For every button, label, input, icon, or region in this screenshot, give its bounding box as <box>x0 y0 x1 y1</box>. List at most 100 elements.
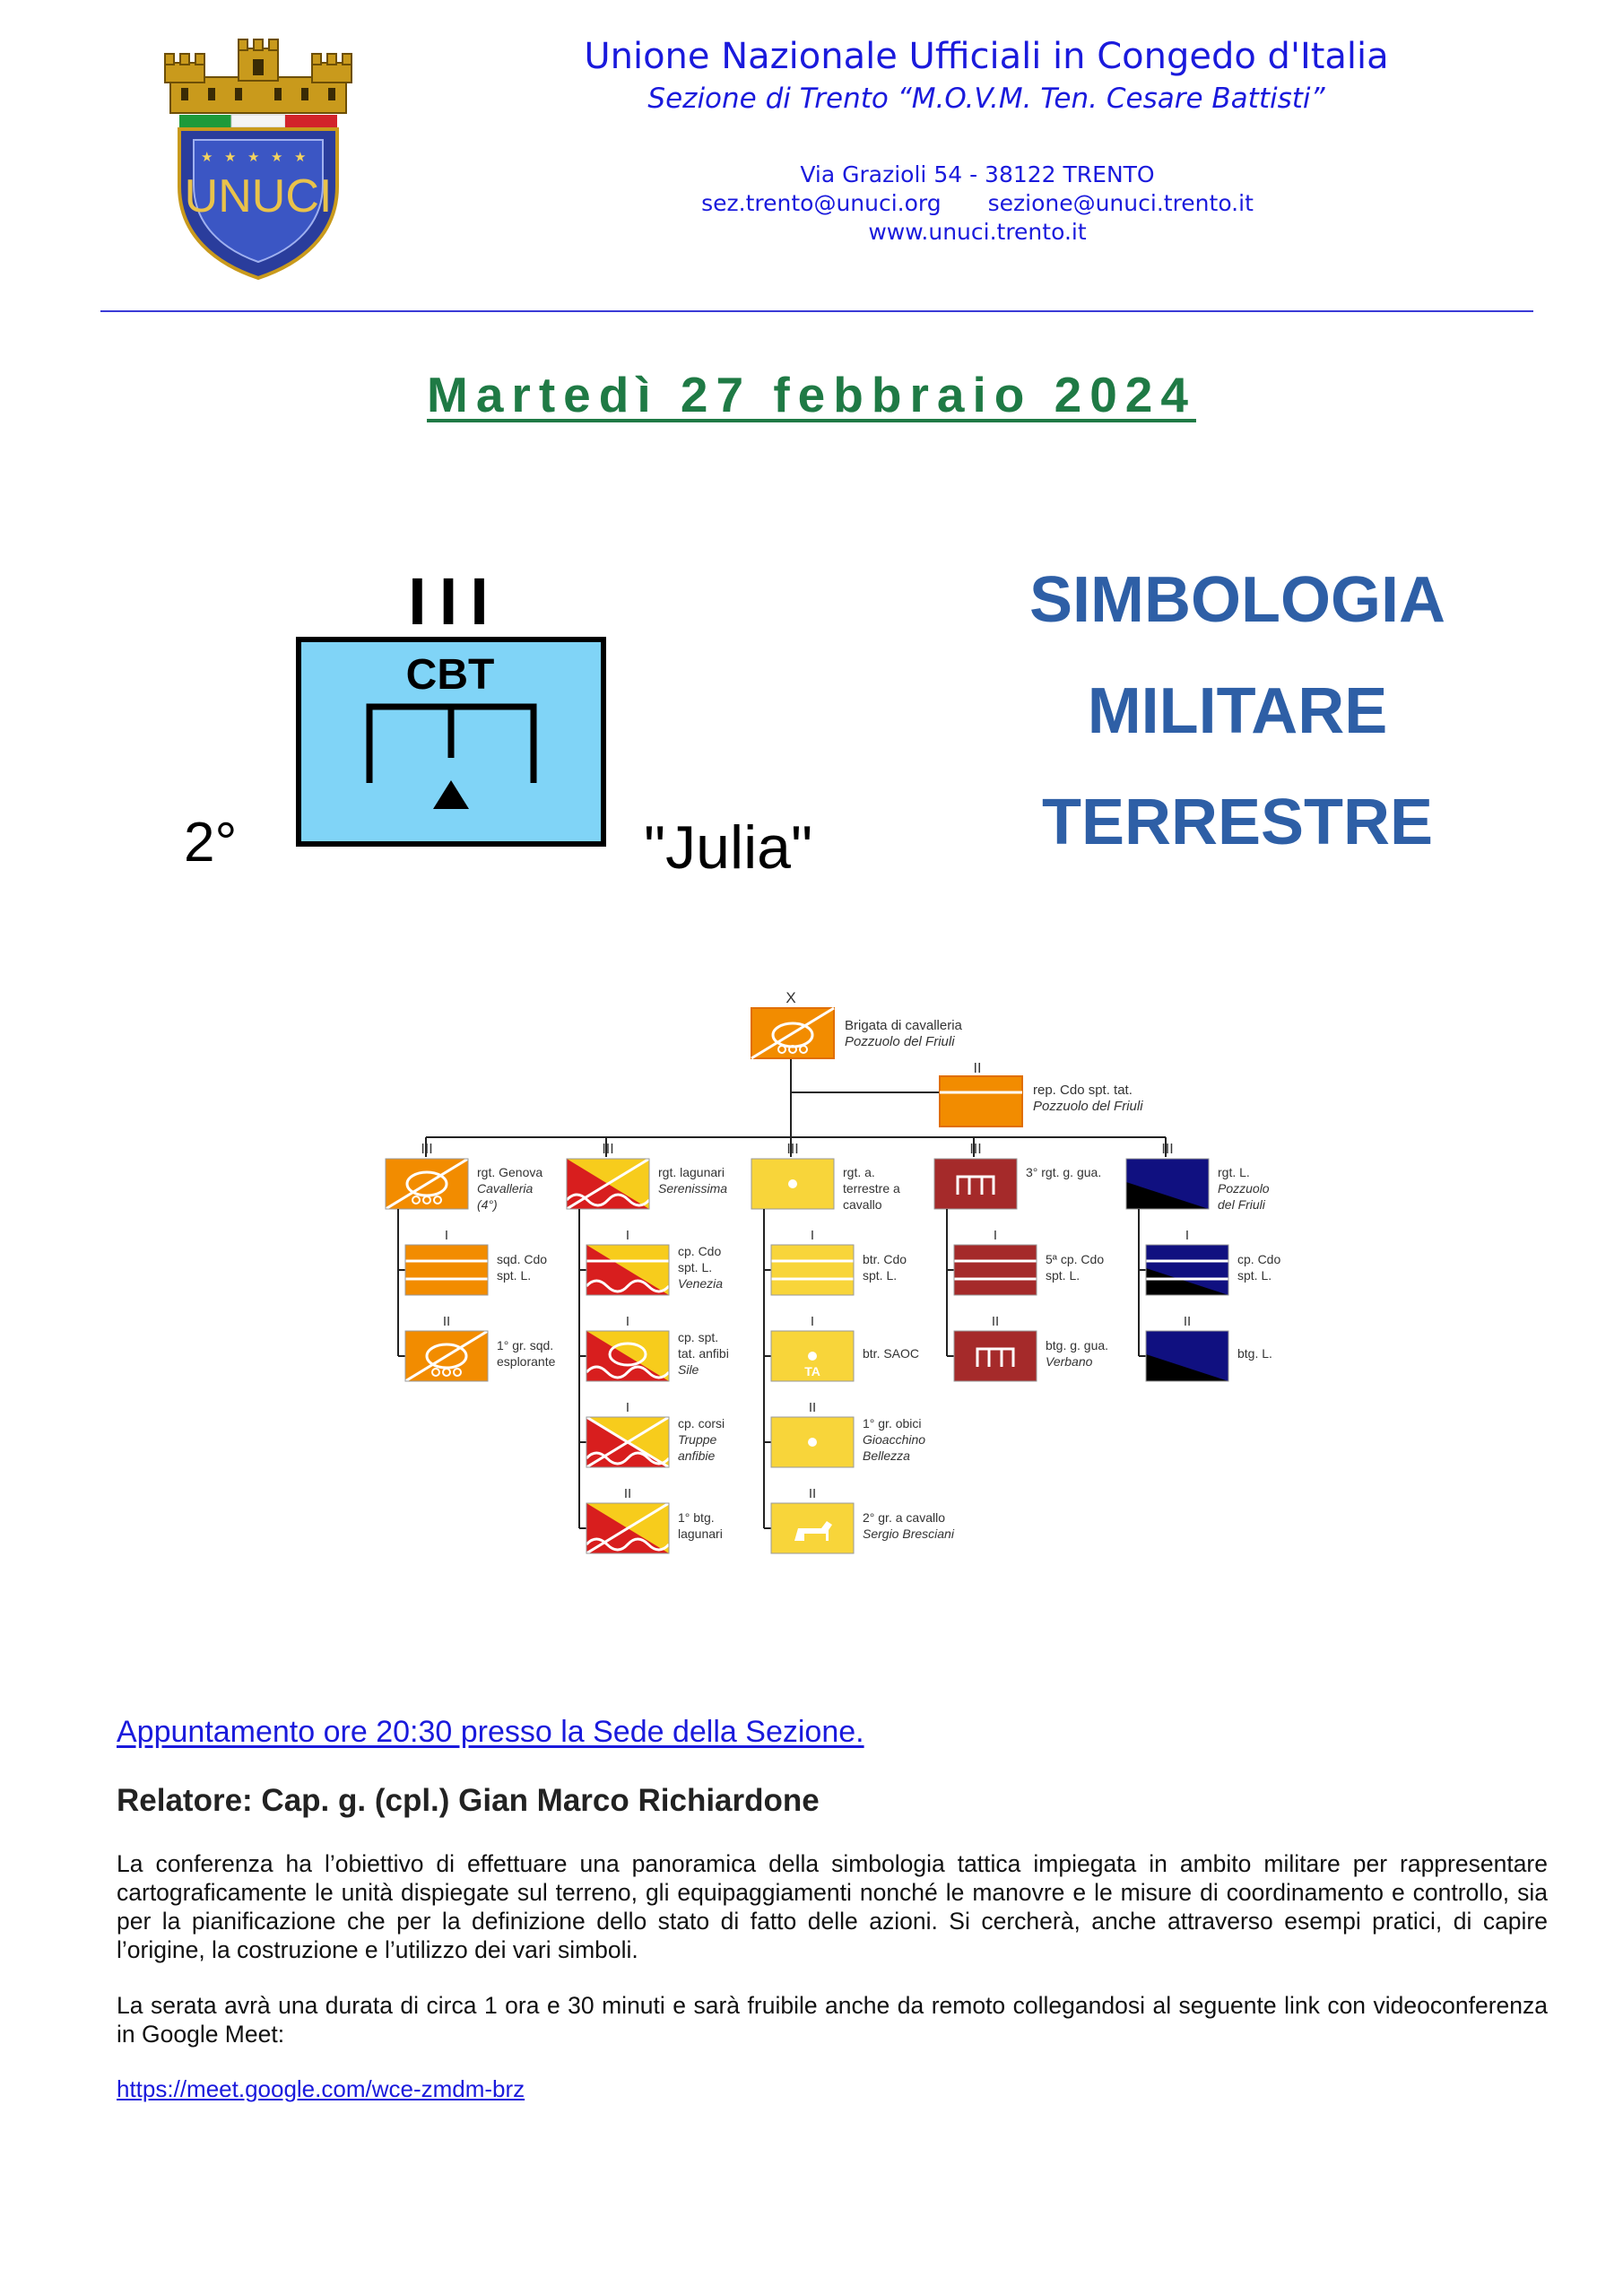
svg-text:★: ★ <box>247 150 259 165</box>
regiment-symbol <box>1125 1158 1210 1210</box>
child-echelon: II <box>443 1314 450 1329</box>
unit-label: tat. anfibi <box>678 1346 729 1361</box>
unit-label: 3° rgt. g. gua. <box>1026 1165 1101 1179</box>
logo-text: UNUCI <box>185 170 333 222</box>
email-link-2[interactable]: sezione@unuci.trento.it <box>987 190 1254 216</box>
event-date: Martedì 27 febbraio 2024 <box>427 367 1196 422</box>
staff-echelon: II <box>974 1061 982 1076</box>
section-name: Sezione di Trento “M.O.V.M. Ten. Cesare … <box>647 83 1325 115</box>
unit-label: Venezia <box>678 1276 723 1291</box>
subunit-symbol <box>770 1502 855 1554</box>
child-echelon: I <box>811 1314 814 1329</box>
column-echelon: III <box>1161 1142 1173 1157</box>
email-link-1[interactable]: sez.trento@unuci.org <box>701 190 942 216</box>
unit-label: spt. L. <box>497 1268 531 1283</box>
subunit-symbol <box>770 1416 855 1468</box>
subunit-symbol <box>586 1416 670 1468</box>
child-echelon: I <box>626 1228 629 1243</box>
unit-label: sqd. Cdo <box>497 1252 547 1266</box>
child-echelon: I <box>445 1228 448 1243</box>
unit-label: rgt. L. <box>1218 1165 1250 1179</box>
unit-label: cp. corsi <box>678 1416 725 1431</box>
unit-label: spt. L. <box>1046 1268 1080 1283</box>
unit-label: Sile <box>678 1362 699 1377</box>
speaker: Relatore: Cap. g. (cpl.) Gian Marco Rich… <box>117 1783 820 1818</box>
subunit-symbol <box>953 1330 1037 1382</box>
remote-info-paragraph: La serata avrà una durata di circa 1 ora… <box>117 1992 1548 2048</box>
unuci-logo: ★★★★★ UNUCI <box>164 39 352 280</box>
regiment-symbol <box>566 1158 650 1210</box>
unit-label: rgt. Genova <box>477 1165 542 1179</box>
subunit-symbol <box>770 1244 855 1296</box>
unit-label: (4°) <box>477 1197 498 1212</box>
email-line: sez.trento@unuci.org sezione@unuci.trent… <box>574 190 1381 216</box>
child-echelon: I <box>626 1400 629 1415</box>
child-echelon: I <box>994 1228 997 1243</box>
unit-label: Pozzuolo <box>1218 1181 1270 1196</box>
symbol-name: "Julia" <box>644 813 812 882</box>
title-line-2: MILITARE <box>1087 675 1388 747</box>
unit-label: 1° gr. obici <box>863 1416 922 1431</box>
column-echelon: III <box>969 1142 981 1157</box>
svg-text:★: ★ <box>271 150 282 165</box>
child-echelon: II <box>809 1400 816 1415</box>
svg-text:★: ★ <box>224 150 236 165</box>
child-echelon: I <box>1185 1228 1189 1243</box>
unit-label: btg. g. gua. <box>1046 1338 1108 1352</box>
header-divider <box>100 310 1533 312</box>
unit-label: cp. Cdo <box>678 1244 721 1258</box>
unit-label: Verbano <box>1046 1354 1093 1369</box>
regiment-symbol <box>751 1158 835 1210</box>
unit-label: Gioacchino <box>863 1432 925 1447</box>
org-chart: X Brigata di cavalleria Pozzuolo del Fri… <box>385 989 1280 1554</box>
appointment-link[interactable]: Appuntamento ore 20:30 presso la Sede de… <box>117 1715 864 1749</box>
brigade-symbol <box>751 1006 835 1060</box>
staff-symbol <box>939 1075 1023 1127</box>
symbol-label: CBT <box>406 651 495 699</box>
staff-label-1: rep. Cdo spt. tat. <box>1033 1083 1133 1098</box>
unit-label: rgt. a. <box>843 1165 875 1179</box>
unit-label: Cavalleria <box>477 1181 533 1196</box>
subunit-symbol <box>586 1244 670 1296</box>
title-line-1: SIMBOLOGIA <box>1029 564 1445 636</box>
unit-label: 5ª cp. Cdo <box>1046 1252 1104 1266</box>
child-echelon: II <box>1184 1314 1191 1329</box>
unit-label: Sergio Bresciani <box>863 1526 955 1541</box>
unit-label: terrestre a <box>843 1181 900 1196</box>
unit-label: btg. L. <box>1237 1346 1272 1361</box>
subunit-symbol <box>404 1244 489 1296</box>
unit-label: spt. L. <box>678 1260 712 1274</box>
unit-label: rgt. lagunari <box>658 1165 725 1179</box>
subunit-symbol <box>586 1502 670 1554</box>
regiment-symbol <box>933 1158 1018 1210</box>
website-link[interactable]: www.unuci.trento.it <box>868 219 1087 245</box>
unit-label: 2° gr. a cavallo <box>863 1510 945 1525</box>
top-label-1: Brigata di cavalleria <box>845 1018 963 1033</box>
saoc-symbol-text: TA <box>804 1364 820 1378</box>
subunit-symbol <box>1145 1244 1229 1296</box>
address: Via Grazioli 54 - 38122 TRENTO <box>800 161 1155 187</box>
unit-label: Truppe <box>678 1432 717 1447</box>
unit-label: cp. spt. <box>678 1330 718 1344</box>
unit-label: anfibie <box>678 1448 715 1463</box>
subunit-symbol: TA <box>770 1330 855 1382</box>
unit-label: spt. L. <box>863 1268 897 1283</box>
unit-label: btr. SAOC <box>863 1346 919 1361</box>
regiment-symbol <box>385 1158 469 1210</box>
child-echelon: II <box>809 1486 816 1501</box>
unit-label: cavallo <box>843 1197 882 1212</box>
svg-text:★: ★ <box>201 150 213 165</box>
unit-label: Bellezza <box>863 1448 910 1463</box>
meet-link[interactable]: https://meet.google.com/wce-zmdm-brz <box>117 2075 525 2102</box>
unit-label: lagunari <box>678 1526 723 1541</box>
unit-label: btr. Cdo <box>863 1252 907 1266</box>
child-echelon: I <box>811 1228 814 1243</box>
subunit-symbol <box>953 1244 1037 1296</box>
subunit-symbol <box>586 1330 670 1382</box>
top-echelon: X <box>785 989 795 1006</box>
column-echelon: III <box>786 1142 798 1157</box>
unit-label: spt. L. <box>1237 1268 1271 1283</box>
top-label-2: Pozzuolo del Friuli <box>845 1034 955 1049</box>
description-paragraph: La conferenza ha l’obiettivo di effettua… <box>117 1850 1548 1963</box>
unit-symbol: III CBT 2° "Julia" <box>184 564 812 882</box>
